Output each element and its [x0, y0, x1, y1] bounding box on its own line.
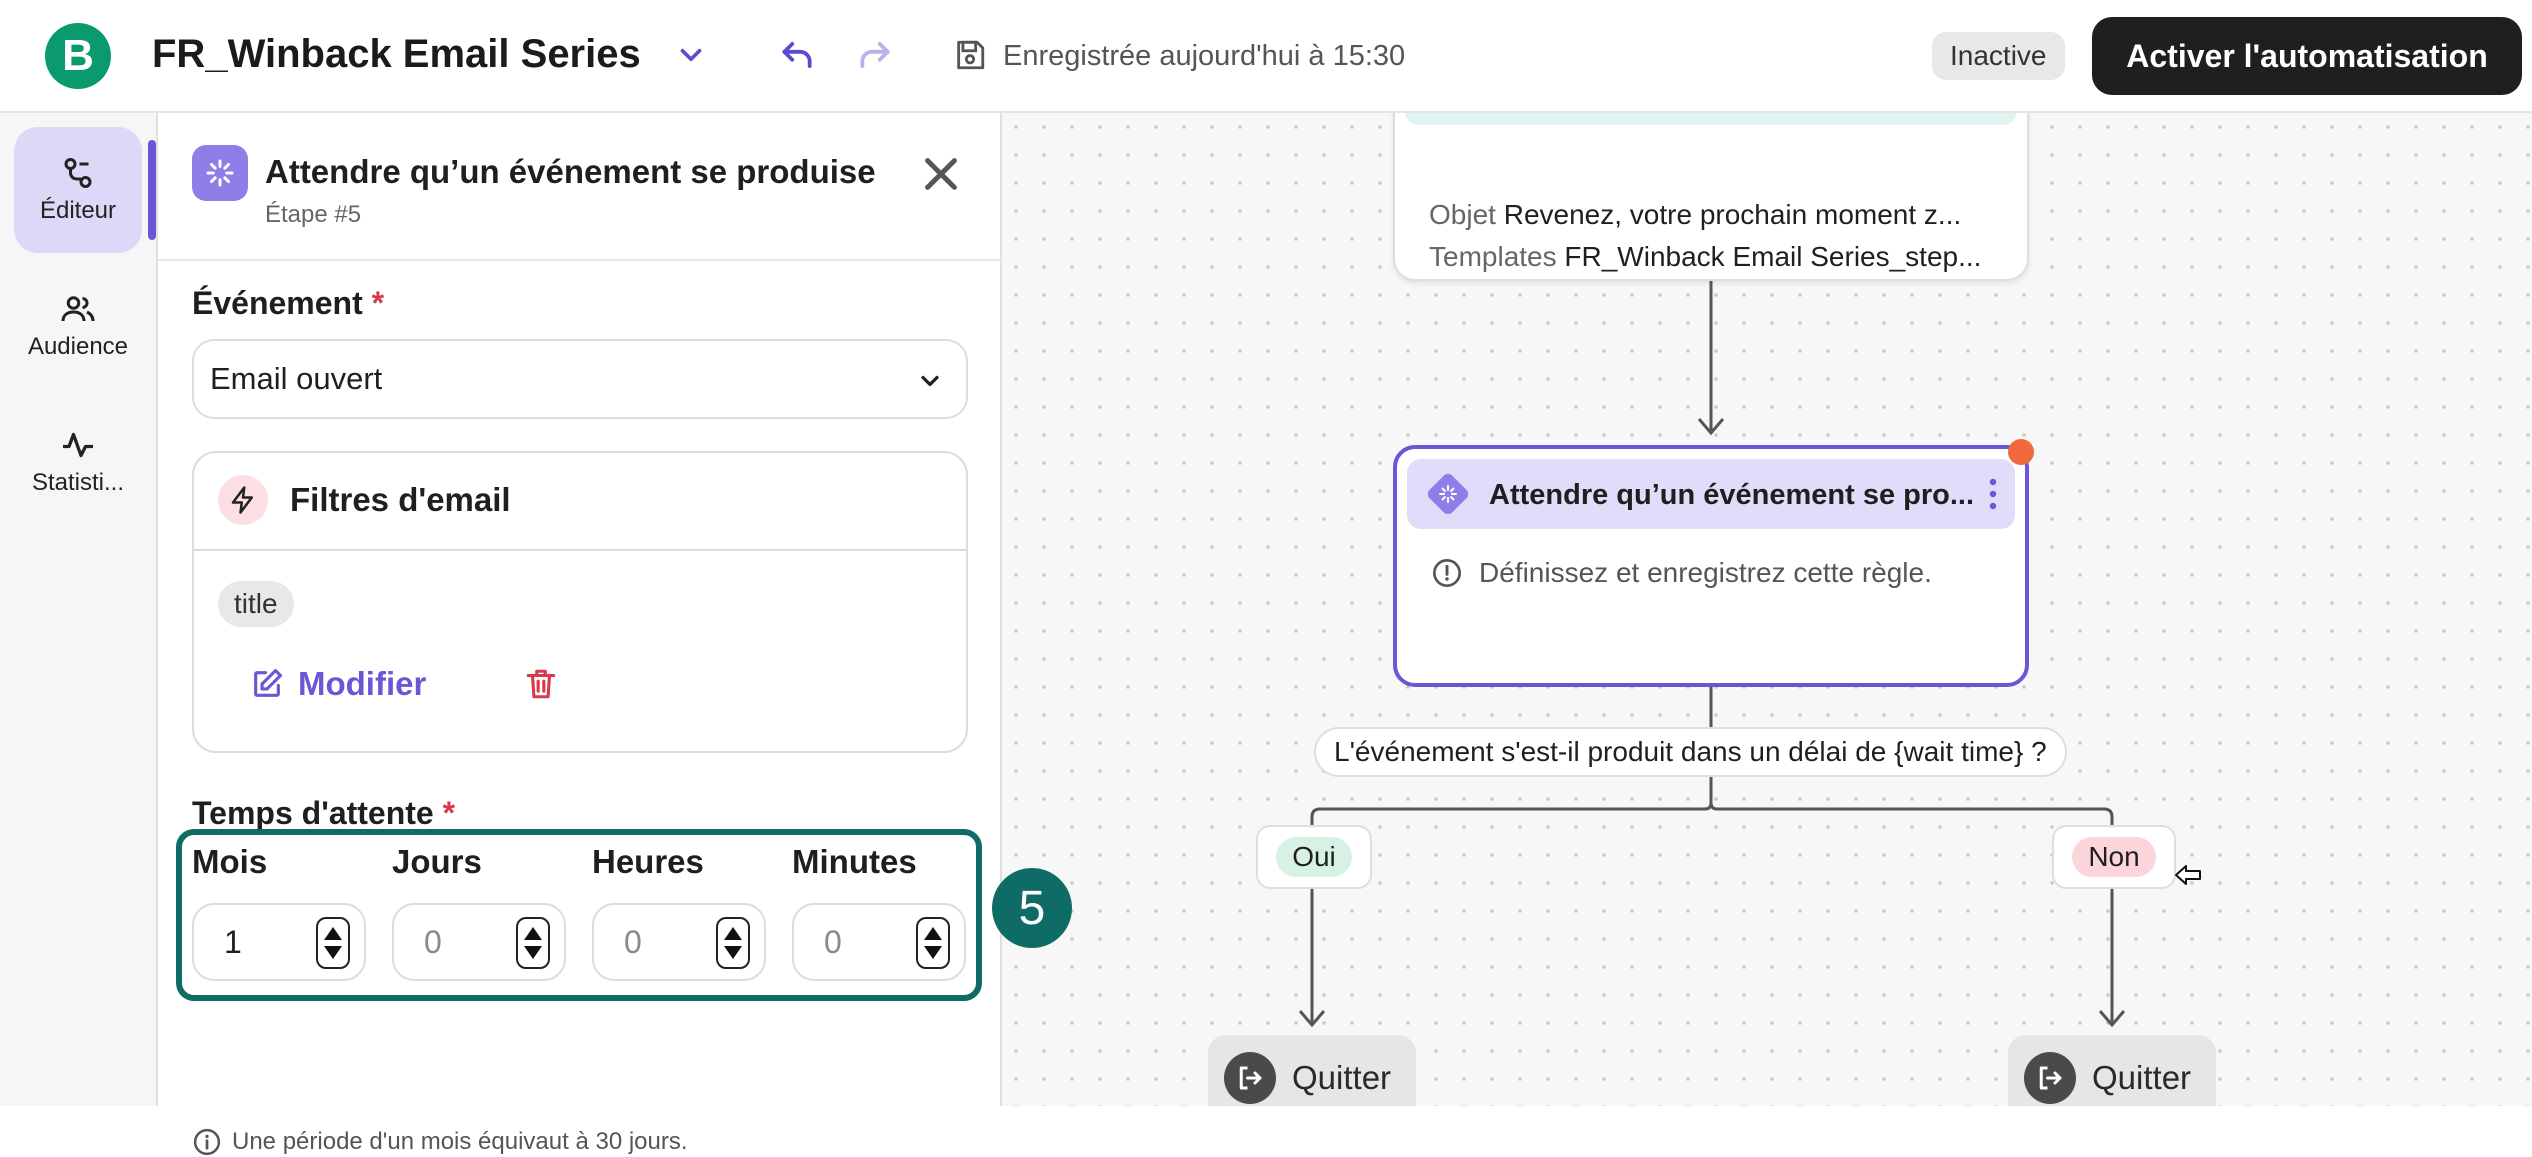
panel-title: Attendre qu’un événement se produise — [265, 153, 876, 190]
rail-item-statistics[interactable]: Statisti... — [14, 399, 142, 525]
step-settings-panel: Attendre qu’un événement se produise Éta… — [158, 113, 1002, 1156]
trash-icon[interactable] — [524, 667, 558, 701]
rail-item-editor[interactable]: Éditeur — [14, 127, 142, 253]
event-field-label: Événement * — [192, 285, 385, 321]
status-badge: Inactive — [1932, 32, 2065, 80]
save-icon — [957, 40, 985, 70]
workflow-canvas[interactable]: Objet Revenez, votre prochain moment z..… — [1002, 113, 2532, 1106]
email-filters-header: Filtres d'email — [194, 453, 966, 551]
wait-event-icon — [1427, 473, 1469, 515]
stepper-arrows[interactable] — [316, 917, 350, 969]
wait-event-icon — [192, 145, 248, 201]
email-filters-title: Filtres d'email — [290, 481, 511, 518]
branch-no-label: Non — [2072, 837, 2156, 877]
wait-time-highlight — [176, 829, 982, 1001]
step-callout-badge: 5 — [992, 868, 1072, 948]
branch-no[interactable]: Non — [2052, 825, 2176, 889]
months-stepper[interactable]: 1 — [192, 903, 366, 981]
activity-icon — [63, 432, 93, 458]
workflow-icon — [64, 158, 92, 188]
close-icon[interactable] — [918, 151, 964, 197]
stepper-value: 0 — [624, 923, 642, 960]
bolt-icon — [218, 475, 268, 525]
wait-node-header: Attendre qu’un événement se pro... — [1407, 459, 2015, 529]
wait-time-label: Temps d'attente * — [192, 795, 456, 831]
quit-label: Quitter — [1292, 1059, 1392, 1096]
filter-chip: title — [218, 581, 294, 627]
chevron-down-icon — [921, 375, 939, 387]
node-top-strip — [1405, 113, 2017, 125]
hours-label: Heures — [592, 843, 704, 880]
months-label: Mois — [192, 843, 268, 880]
save-status: Enregistrée aujourd'hui à 15:30 — [1003, 40, 1406, 72]
email-step-node[interactable]: Objet Revenez, votre prochain moment z..… — [1393, 113, 2029, 281]
unsaved-dot — [2008, 439, 2034, 465]
quit-label: Quitter — [2092, 1059, 2192, 1096]
rail-item-label: Statisti... — [31, 469, 125, 496]
modify-label: Modifier — [298, 665, 427, 702]
exit-icon — [1224, 1052, 1276, 1104]
rail-item-label: Audience — [27, 333, 129, 360]
email-subject: Objet Revenez, votre prochain moment z..… — [1429, 199, 1962, 230]
rail-item-audience[interactable]: Audience — [14, 263, 142, 389]
branch-yes[interactable]: Oui — [1256, 825, 1372, 889]
info-icon — [193, 1128, 221, 1156]
left-rail: Éditeur Audience Statisti... — [0, 113, 158, 1106]
wait-event-node[interactable]: Attendre qu’un événement se pro... Défin… — [1393, 445, 2029, 687]
stepper-value: 1 — [224, 923, 242, 960]
automation-title[interactable]: FR_Winback Email Series — [152, 32, 641, 76]
redo-icon[interactable] — [856, 36, 894, 74]
minutes-label: Minutes — [792, 843, 917, 880]
brand-logo[interactable]: B — [45, 23, 111, 89]
wait-node-warning: Définissez et enregistrez cette règle. — [1431, 557, 1932, 589]
users-icon — [61, 296, 95, 322]
event-select-value: Email ouvert — [210, 361, 383, 396]
chevron-down-icon[interactable] — [674, 38, 708, 72]
exit-icon — [2024, 1052, 2076, 1104]
wait-node-title: Attendre qu’un événement se pro... — [1489, 479, 1975, 511]
alert-circle-icon — [1433, 559, 1461, 587]
panel-header: Attendre qu’un événement se produise Éta… — [158, 113, 1002, 261]
stepper-arrows[interactable] — [916, 917, 950, 969]
email-filters-card: Filtres d'email title Modifier — [192, 451, 968, 753]
more-options-icon[interactable] — [1987, 477, 1999, 511]
quit-node-yes[interactable]: Quitter — [1208, 1035, 1416, 1106]
step-number: Étape #5 — [265, 201, 362, 228]
edit-icon — [254, 668, 283, 697]
stepper-value: 0 — [824, 923, 842, 960]
active-indicator — [148, 140, 156, 240]
hours-stepper[interactable]: 0 — [592, 903, 766, 981]
branch-yes-label: Oui — [1276, 837, 1352, 877]
cursor-icon — [2175, 865, 2201, 885]
email-template: Templates FR_Winback Email Series_step..… — [1429, 241, 1982, 272]
undo-icon[interactable] — [778, 36, 816, 74]
activate-automation-button[interactable]: Activer l'automatisation — [2092, 17, 2522, 95]
top-bar: B FR_Winback Email Series Enregistrée au… — [0, 0, 2532, 113]
event-select[interactable]: Email ouvert — [192, 339, 968, 419]
stepper-arrows[interactable] — [516, 917, 550, 969]
minutes-stepper[interactable]: 0 — [792, 903, 966, 981]
condition-question: L'événement s'est-il produit dans un dél… — [1314, 727, 2067, 777]
modify-filters-button[interactable]: Modifier — [250, 665, 426, 703]
days-stepper[interactable]: 0 — [392, 903, 566, 981]
rail-item-label: Éditeur — [39, 197, 117, 224]
quit-node-no[interactable]: Quitter — [2008, 1035, 2216, 1106]
stepper-arrows[interactable] — [716, 917, 750, 969]
month-hint: Une période d'un mois équivaut à 30 jour… — [192, 1127, 688, 1157]
stepper-value: 0 — [424, 923, 442, 960]
days-label: Jours — [392, 843, 482, 880]
connector-lines — [1298, 281, 2126, 1028]
